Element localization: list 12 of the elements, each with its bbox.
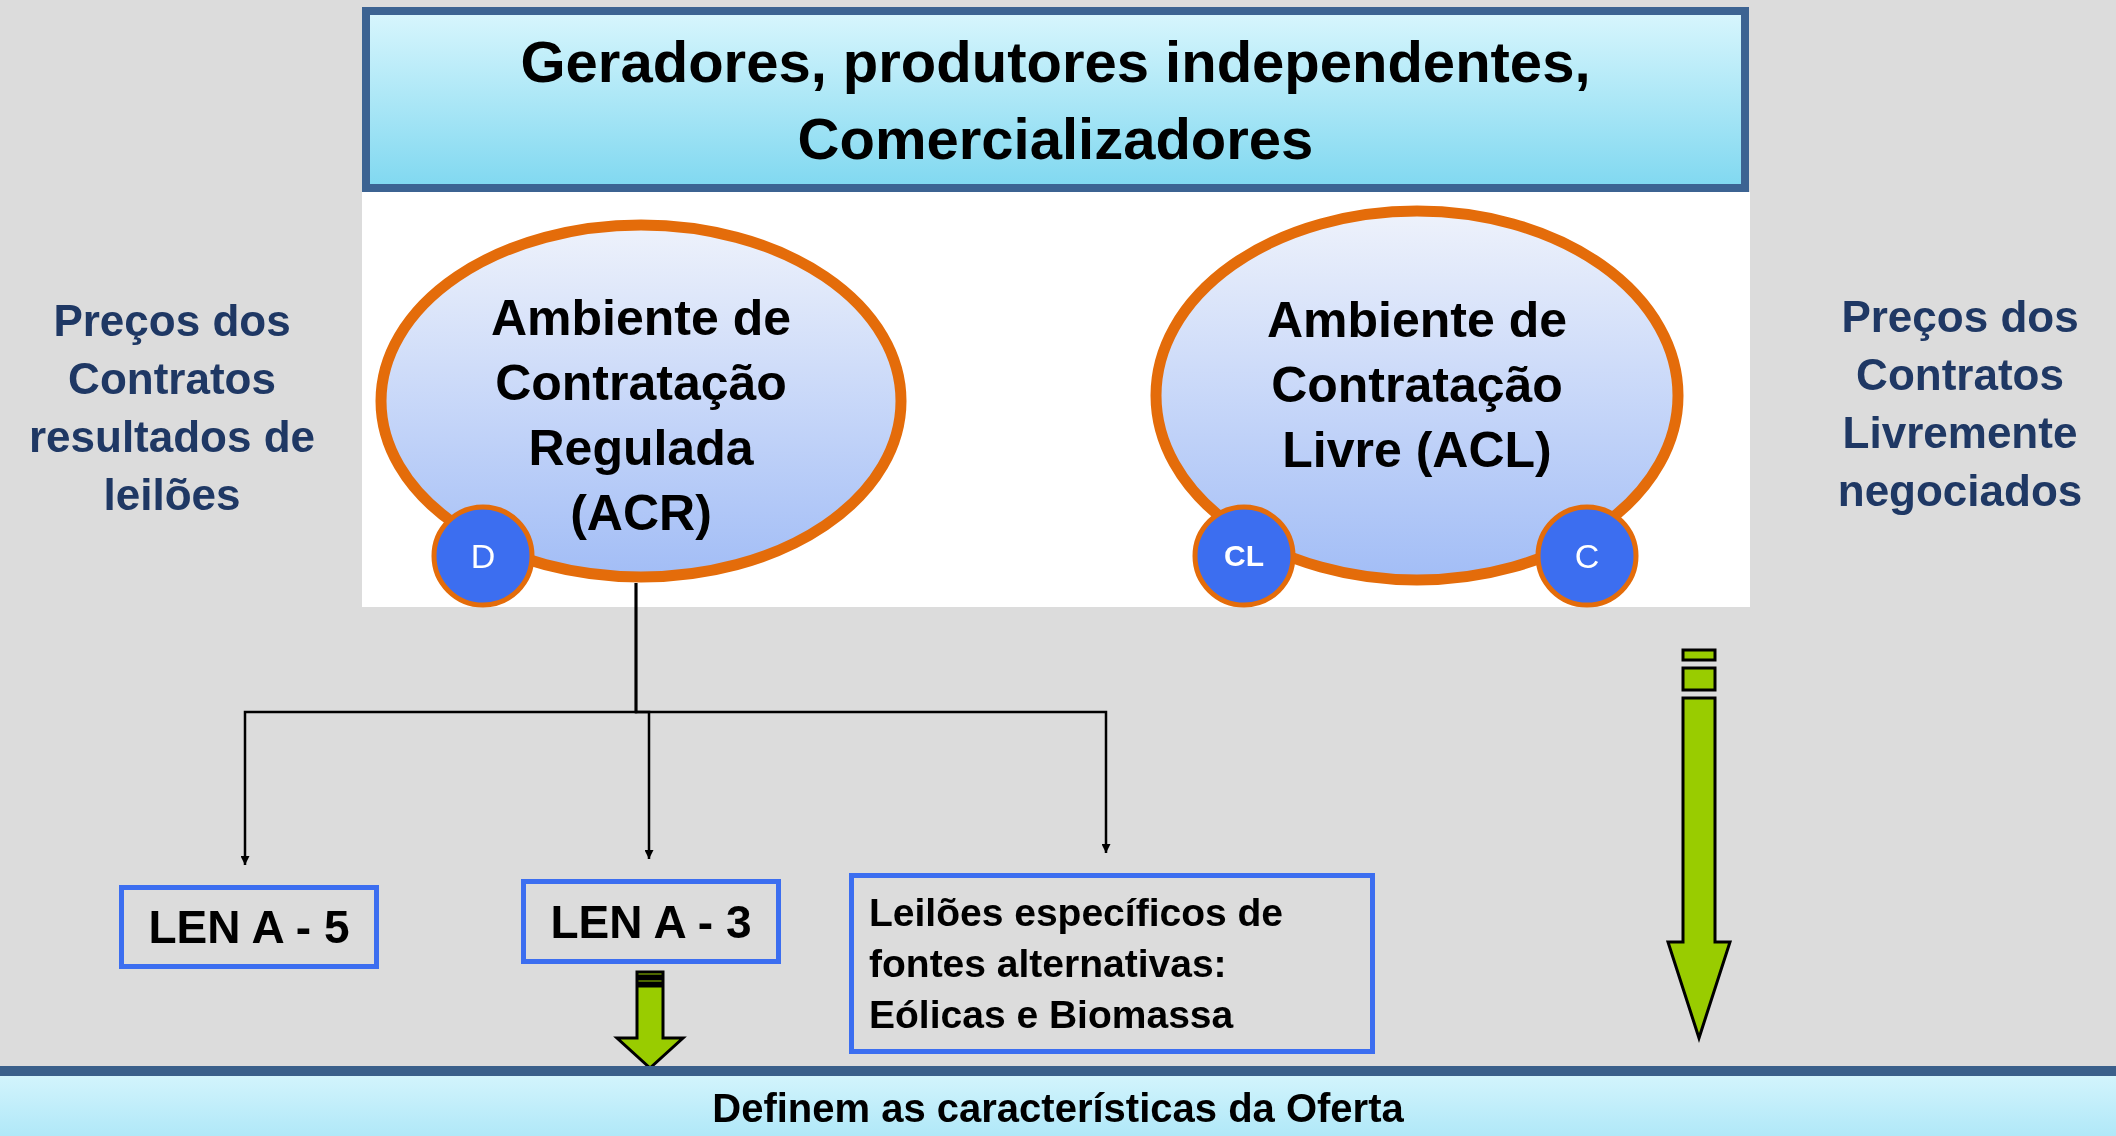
- agent-circle: CL: [1192, 504, 1296, 608]
- agent-circle: D: [431, 504, 535, 608]
- auction-box: Leilões específicos de fontes alternativas: Eólicas e Biomassa: [849, 873, 1375, 1054]
- result-band: Definem as características da Oferta: [0, 1066, 2116, 1136]
- auction-box: LEN A - 5: [119, 885, 379, 969]
- connector-arrow: [634, 583, 1111, 853]
- title-box: Geradores, produtores independentes, Comercializadores: [362, 7, 1749, 192]
- agent-circle: C: [1535, 504, 1639, 608]
- auction-box: LEN A - 3: [521, 879, 781, 964]
- side-note: Preços dos Contratos resultados de leilões: [27, 295, 317, 521]
- side-note: Preços dos Contratos Livremente negociados: [1836, 291, 2084, 517]
- block-arrow: [1665, 648, 1733, 1043]
